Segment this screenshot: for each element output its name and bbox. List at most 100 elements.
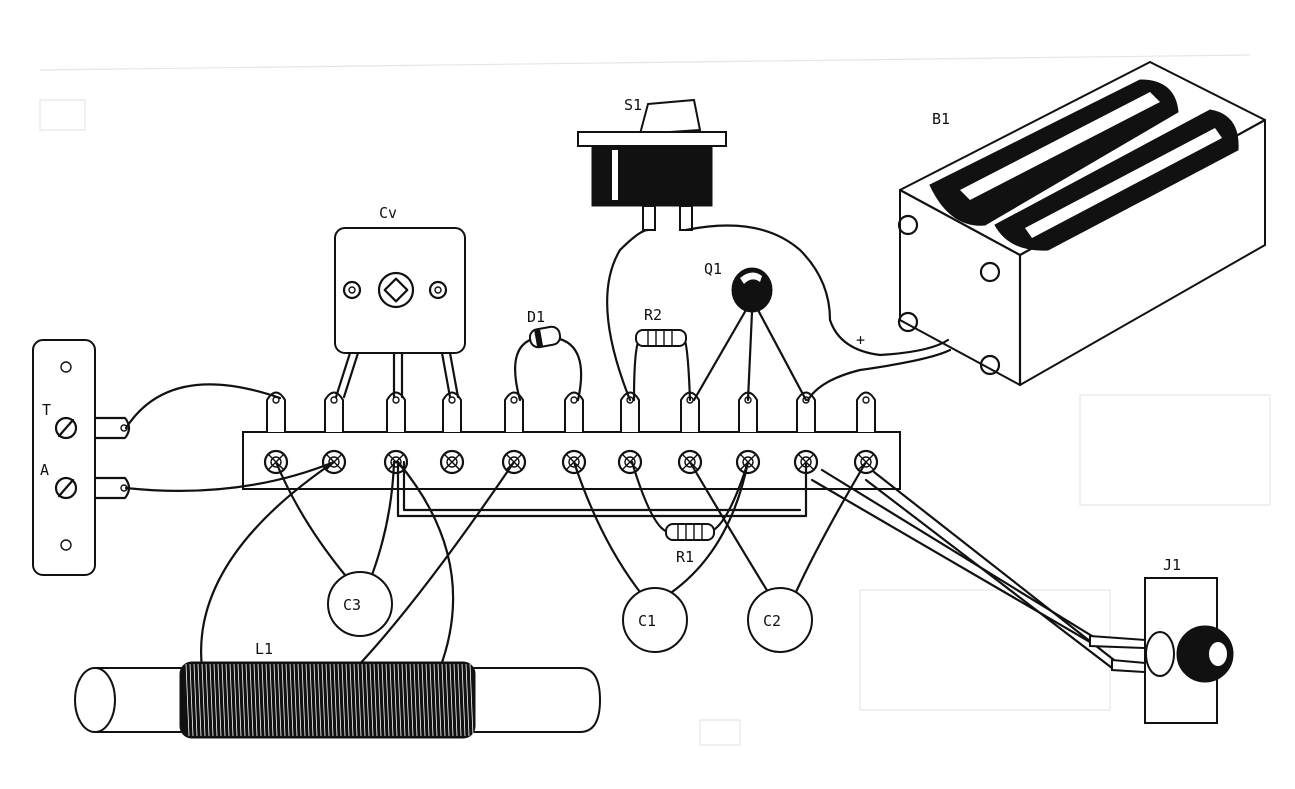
coil-turn bbox=[373, 663, 378, 737]
label-l1: L1 bbox=[255, 640, 273, 658]
coil-turn bbox=[293, 663, 298, 737]
terminal-lug bbox=[564, 391, 584, 432]
coil-turn bbox=[197, 663, 202, 737]
coil-turn bbox=[277, 663, 282, 737]
coil-turn bbox=[337, 663, 342, 737]
lug-hole bbox=[392, 396, 400, 404]
terminal-screw bbox=[853, 449, 879, 475]
lug-hole bbox=[862, 396, 870, 404]
label-d1: D1 bbox=[527, 308, 545, 326]
terminal-lug bbox=[796, 391, 816, 432]
transistor-q1: Q1 bbox=[692, 260, 808, 402]
diode-d1: D1 bbox=[514, 308, 583, 402]
coil-turn bbox=[201, 663, 206, 737]
coil-turn bbox=[433, 663, 438, 737]
terminal-lug bbox=[266, 391, 286, 432]
coil-turn bbox=[421, 663, 426, 737]
coil-turn bbox=[193, 663, 198, 737]
coil-turn bbox=[381, 663, 386, 737]
coil-turn bbox=[329, 663, 334, 737]
jack-j1: J1 bbox=[1089, 556, 1234, 724]
coil-turn bbox=[445, 663, 450, 737]
coil-turn bbox=[409, 663, 414, 737]
label-r2: R2 bbox=[644, 306, 662, 324]
coil-turn bbox=[369, 663, 374, 737]
coil-turn bbox=[325, 663, 330, 737]
label-q1: Q1 bbox=[704, 260, 722, 278]
coil-turn bbox=[361, 663, 366, 737]
coil-turn bbox=[185, 663, 190, 737]
coil-turn bbox=[265, 663, 270, 737]
coil-turn bbox=[273, 663, 278, 737]
coil-turn bbox=[321, 663, 326, 737]
coil-turn bbox=[365, 663, 370, 737]
wires bbox=[124, 224, 1116, 670]
coil-turn bbox=[441, 663, 446, 737]
coil-turn bbox=[453, 663, 458, 737]
coil-turn bbox=[417, 663, 422, 737]
coil-turn bbox=[353, 663, 358, 737]
switch-s1: S1 bbox=[577, 96, 727, 231]
coil-turn bbox=[465, 663, 470, 737]
coil-turn bbox=[225, 663, 230, 737]
coil-turn bbox=[213, 663, 218, 737]
coil-turn bbox=[437, 663, 442, 737]
terminal-lug bbox=[856, 391, 876, 432]
coil-turn bbox=[189, 663, 194, 737]
label-t: T bbox=[42, 401, 51, 419]
coil-turn bbox=[357, 663, 362, 737]
resistor-r1: R1 bbox=[630, 460, 750, 566]
coil-turn bbox=[253, 663, 258, 737]
lug-hole bbox=[330, 396, 338, 404]
coil-turn bbox=[269, 663, 274, 737]
coil-turn bbox=[249, 663, 254, 737]
coil-turn bbox=[245, 663, 250, 737]
label-s1: S1 bbox=[624, 96, 642, 114]
coil-turn bbox=[469, 663, 474, 737]
lug-hole bbox=[448, 396, 456, 404]
coil-turn bbox=[237, 663, 242, 737]
coil-turn bbox=[309, 663, 314, 737]
terminal-screw bbox=[439, 449, 465, 475]
coil-turn bbox=[241, 663, 246, 737]
label-cv: Cv bbox=[379, 204, 397, 222]
coil-turn bbox=[457, 663, 462, 737]
terminal-lug bbox=[620, 391, 640, 432]
coil-turn bbox=[385, 663, 390, 737]
terminal-screw bbox=[617, 449, 643, 475]
coil-turn bbox=[341, 663, 346, 737]
terminal-lug bbox=[386, 391, 406, 432]
coil-turn bbox=[333, 663, 338, 737]
coil-turn bbox=[257, 663, 262, 737]
coil-turn bbox=[425, 663, 430, 737]
coil-turn bbox=[297, 663, 302, 737]
label-battery-plus: + bbox=[856, 331, 865, 349]
coil-turn bbox=[313, 663, 318, 737]
coil-turn bbox=[229, 663, 234, 737]
coil-turn bbox=[401, 663, 406, 737]
terminal-lug bbox=[324, 391, 344, 432]
coil-l1: L1 bbox=[74, 640, 602, 739]
coil-turn bbox=[209, 663, 214, 737]
label-c1: C1 bbox=[638, 612, 656, 630]
coil-turn bbox=[205, 663, 210, 737]
coil-turn bbox=[301, 663, 306, 737]
coil-turn bbox=[429, 663, 434, 737]
coil-turn bbox=[389, 663, 394, 737]
resistor-r2: R2 bbox=[632, 306, 692, 402]
coil-turn bbox=[413, 663, 418, 737]
coil-turn bbox=[393, 663, 398, 737]
antenna-ground-plate: T A bbox=[32, 339, 131, 576]
label-c3: C3 bbox=[343, 596, 361, 614]
label-a: A bbox=[40, 461, 49, 479]
coil-turn bbox=[285, 663, 290, 737]
terminal-strip bbox=[242, 391, 901, 490]
capacitor-c1: C1 bbox=[572, 460, 750, 653]
variable-capacitor-cv: Cv bbox=[334, 204, 466, 399]
label-j1: J1 bbox=[1163, 556, 1181, 574]
coil-turn bbox=[261, 663, 266, 737]
coil-turn bbox=[449, 663, 454, 737]
coil-turn bbox=[349, 663, 354, 737]
coil-turn bbox=[281, 663, 286, 737]
